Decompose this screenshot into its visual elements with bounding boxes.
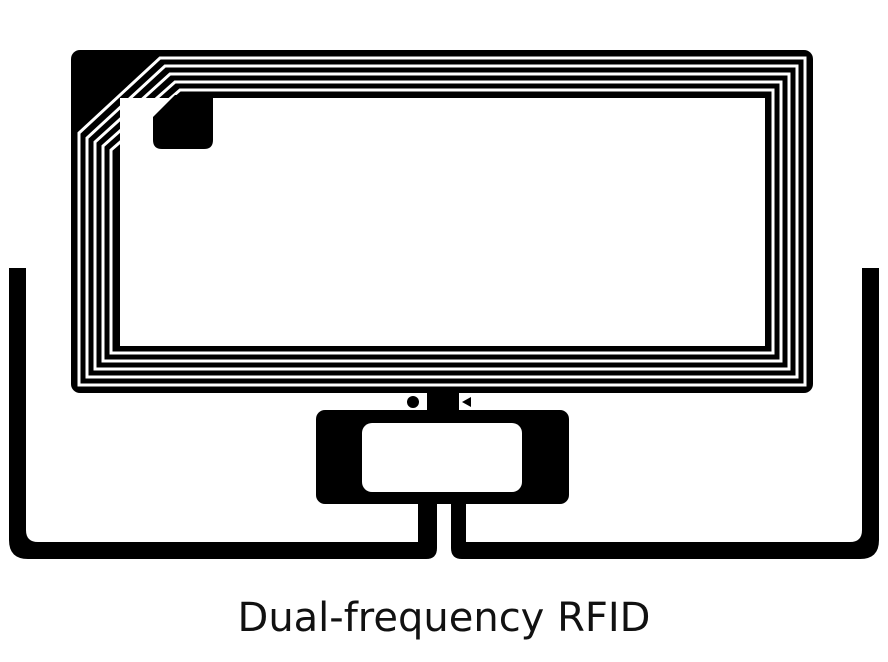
chip-strap	[316, 410, 569, 504]
coil-inner-window	[120, 98, 765, 346]
marker-triangle	[462, 397, 471, 407]
coil-corner-pad	[153, 95, 213, 149]
chip-strap-window	[362, 423, 522, 492]
hf-coil-antenna	[71, 50, 813, 393]
coil-gap-1	[77, 56, 807, 387]
coil-gap-4	[101, 80, 783, 363]
marker-dot	[407, 396, 419, 408]
coil-gap-3	[93, 72, 791, 371]
coil-gap-2	[85, 64, 799, 379]
bridge-window-right	[463, 394, 481, 410]
diagram-caption: Dual-frequency RFID	[237, 595, 651, 641]
